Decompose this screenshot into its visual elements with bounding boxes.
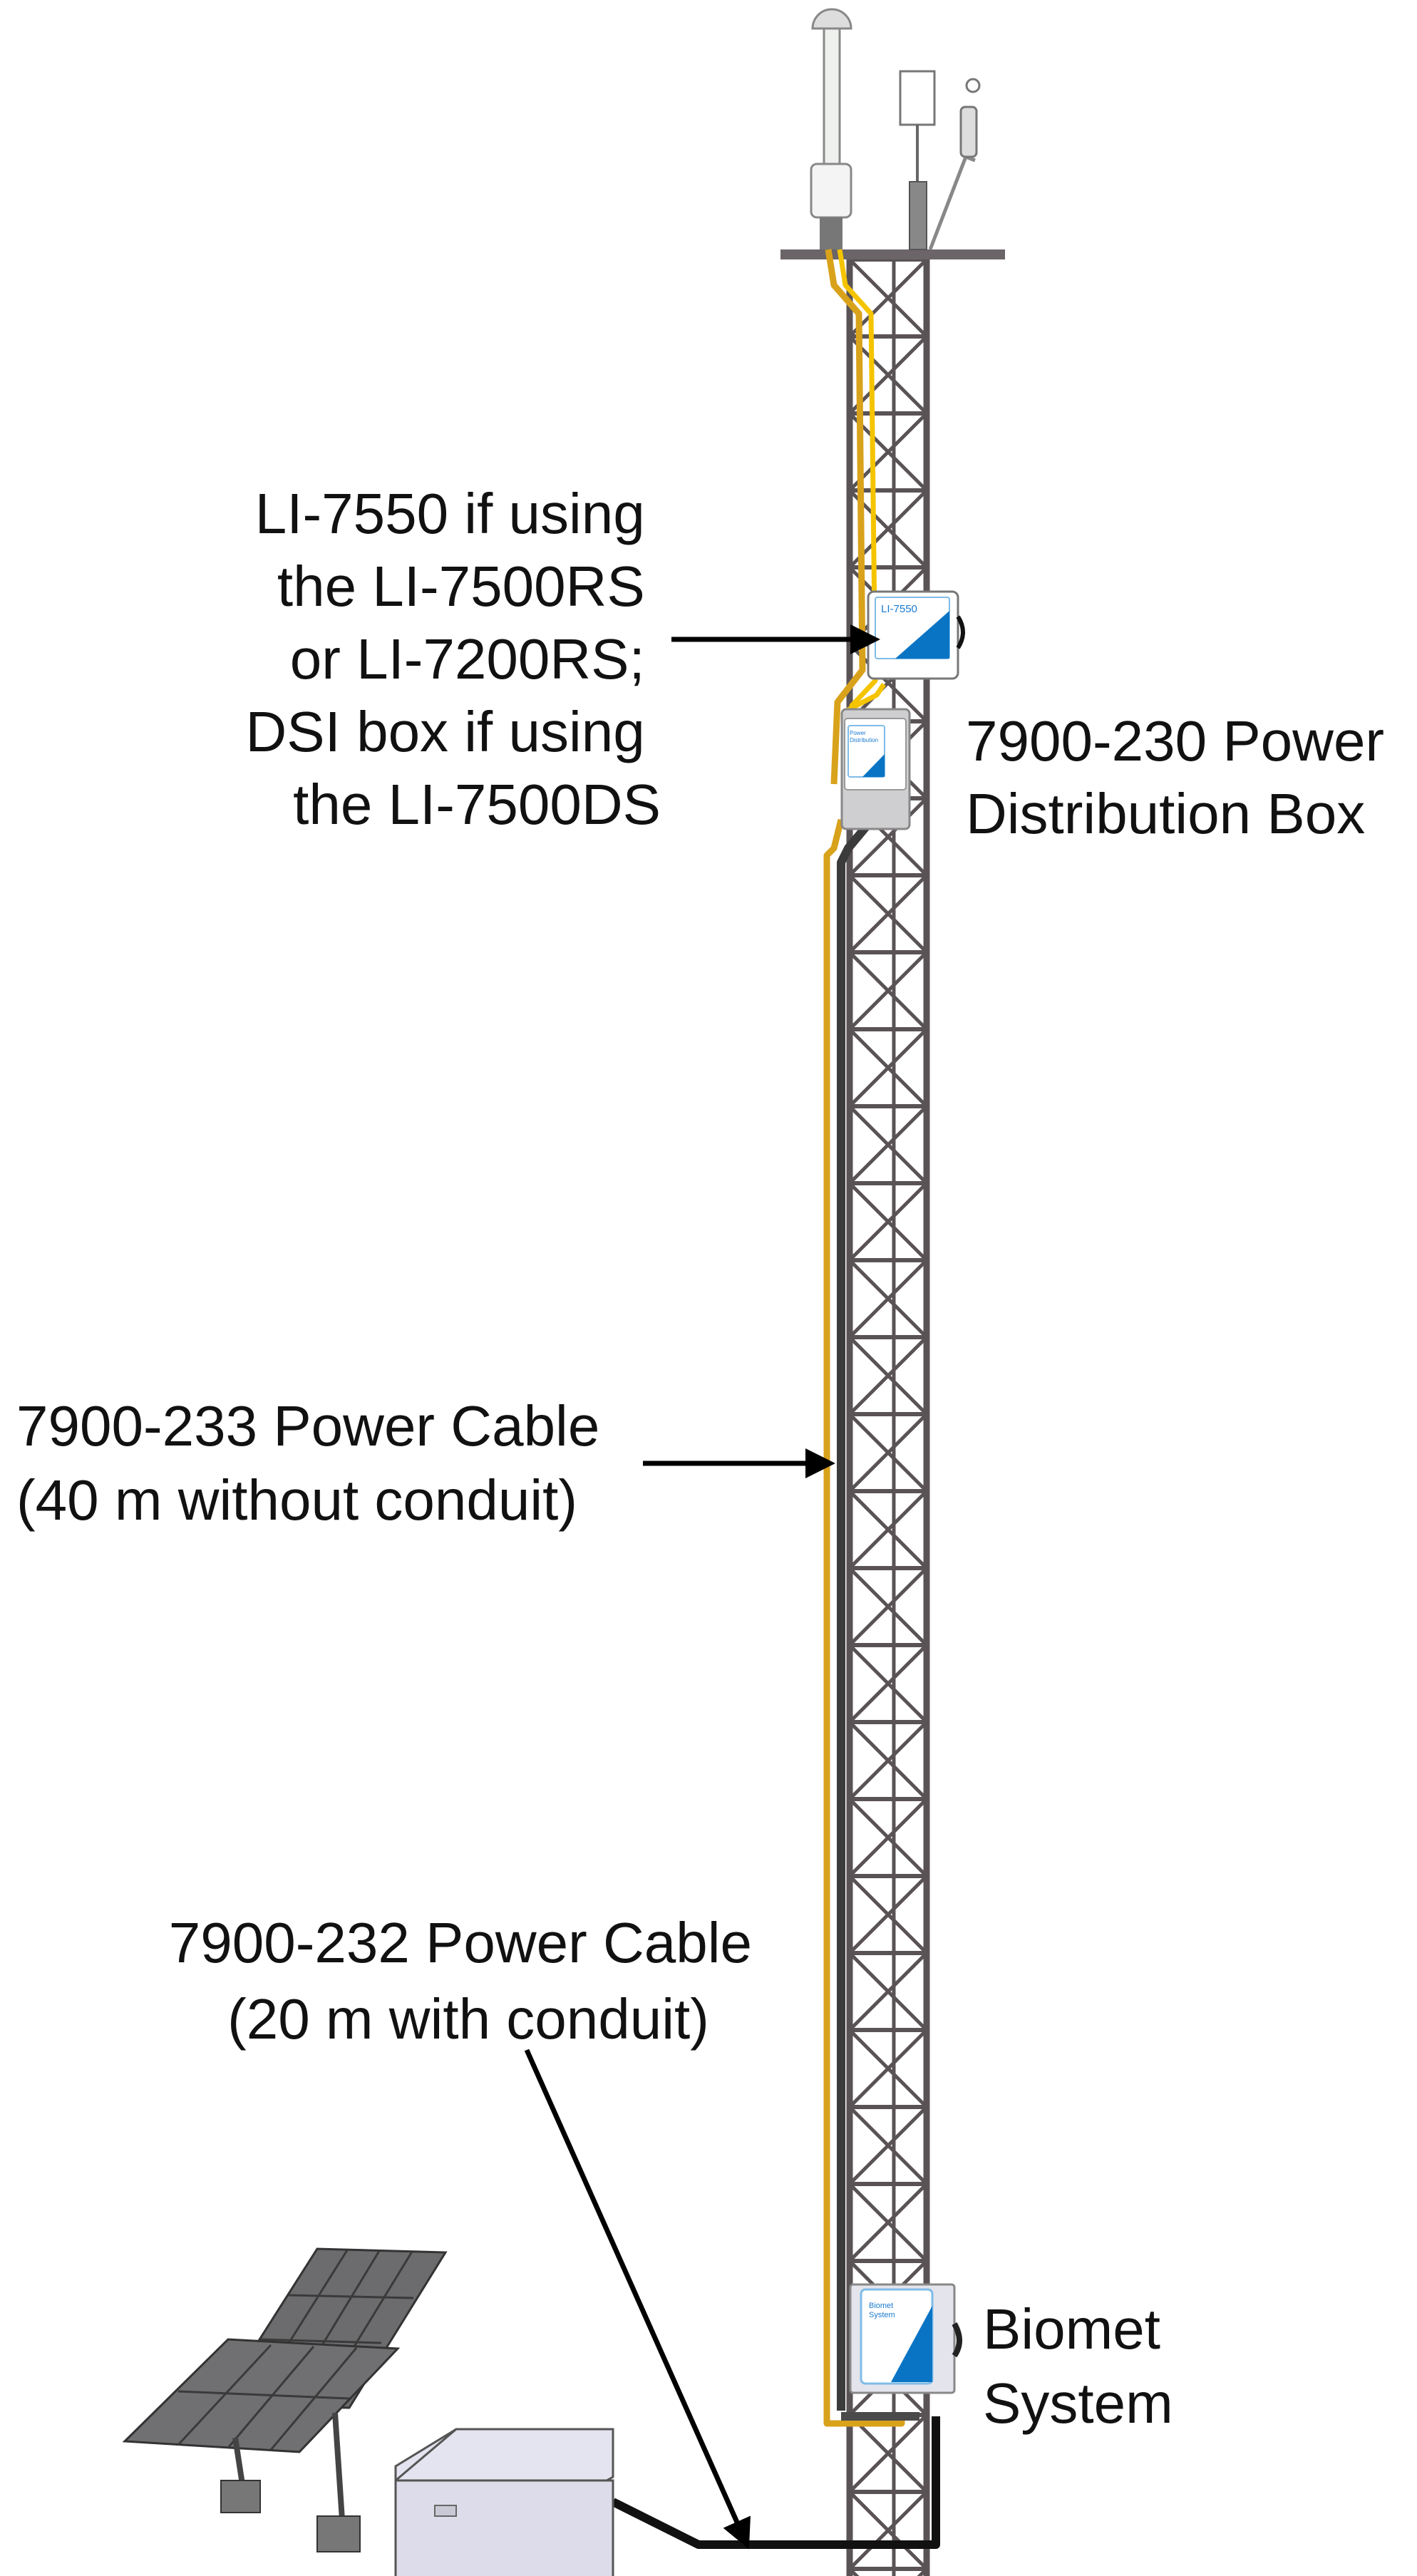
label-li7550-line: LI-7550 if using	[255, 482, 645, 545]
tower-brace	[848, 1798, 928, 1877]
antenna-icon	[810, 8, 852, 249]
tower-brace	[848, 1875, 928, 1954]
label-power-box-line: 7900-230 Power	[966, 709, 1384, 773]
tower-brace	[848, 2490, 928, 2570]
tower-brace	[848, 874, 928, 954]
label-biomet: Biomet System	[983, 2297, 1176, 2435]
tower-brace	[848, 1336, 928, 1416]
label-power-box: 7900-230 Power Distribution Box	[966, 709, 1400, 845]
label-power-box-line: Distribution Box	[966, 782, 1365, 845]
label-cable-232-line: (20 m with conduit)	[227, 1987, 709, 2051]
label-cable-232-line: 7900-232 Power Cable	[169, 1911, 752, 1974]
label-cable-233: 7900-233 Power Cable (40 m without condu…	[16, 1394, 616, 1532]
li7550-enclosure: LI-7550	[867, 590, 965, 680]
tower-brace	[848, 2183, 928, 2262]
tower-brace	[848, 797, 928, 877]
label-li7550-line: DSI box if using	[245, 700, 644, 763]
arrow-cable-232	[524, 2049, 751, 2550]
tower-brace	[848, 1644, 928, 1724]
tower-brace	[848, 1952, 928, 2031]
label-biomet-line: System	[983, 2371, 1173, 2435]
solar-panel-array-icon	[122, 2247, 448, 2552]
label-cable-232: 7900-232 Power Cable (20 m with conduit)	[169, 1911, 768, 2051]
power-distribution-enclosure: Power Distribution	[840, 708, 911, 830]
tower-brace	[848, 2413, 928, 2493]
battery-enclosure-icon	[394, 2428, 614, 2576]
tower-brace	[848, 258, 928, 338]
label-cable-233-line: 7900-233 Power Cable	[16, 1394, 599, 1458]
tower-brace	[848, 1182, 928, 1262]
anemometer-icon	[899, 70, 981, 250]
power-box-label-1: Power	[850, 730, 866, 736]
label-li7550: LI-7550 if using the LI-7500RS or LI-720…	[245, 482, 661, 836]
tower-brace	[848, 1028, 928, 1108]
tower-brace	[848, 1105, 928, 1185]
li7550-box-label: LI-7550	[881, 603, 917, 615]
power-cable-233	[823, 818, 919, 2427]
power-box-label-2: Distribution	[850, 737, 878, 743]
power-cable-232	[611, 2416, 940, 2549]
label-cable-233-line: (40 m without conduit)	[16, 1468, 577, 1532]
tower-brace	[848, 2029, 928, 2108]
biomet-box-label-1: Biomet	[869, 2302, 893, 2310]
label-biomet-line: Biomet	[983, 2297, 1160, 2361]
tower-brace	[848, 1567, 928, 1647]
tower-brace	[848, 1721, 928, 1800]
biomet-box-label-2: System	[869, 2311, 895, 2319]
tower-brace	[848, 1490, 928, 1570]
tower-brace	[848, 2106, 928, 2185]
tower-brace	[848, 1413, 928, 1493]
tower-brace	[848, 951, 928, 1031]
tower-brace	[848, 1259, 928, 1339]
top-crossbar	[780, 249, 1005, 259]
label-li7550-line: the LI-7500RS	[277, 555, 645, 618]
biomet-enclosure: Biomet System	[849, 2283, 962, 2394]
label-li7550-line: or LI-7200RS;	[290, 627, 645, 691]
label-li7550-line: the LI-7500DS	[293, 773, 661, 836]
